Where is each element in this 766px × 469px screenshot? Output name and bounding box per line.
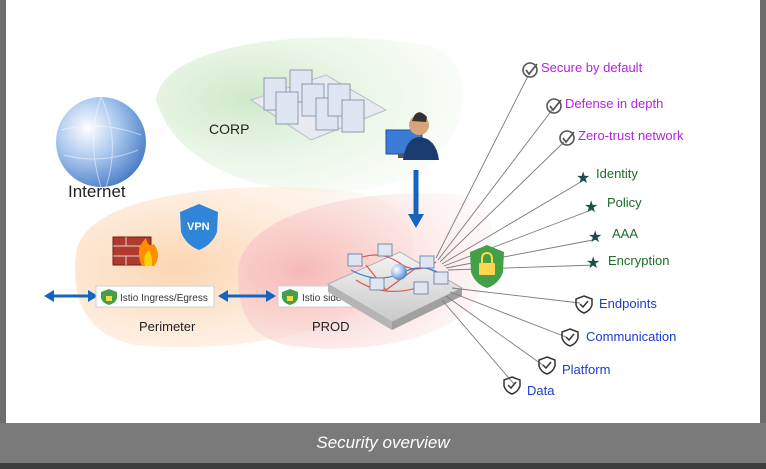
- security-lock-shield-icon: [470, 245, 504, 288]
- caption-bar: [0, 423, 766, 463]
- check-shield-icon: [538, 356, 556, 375]
- firewall-icon: [112, 236, 158, 266]
- internet-globe-icon: [56, 96, 146, 188]
- check-circle-icon: [559, 130, 575, 146]
- star-icon: ★: [576, 170, 590, 187]
- figure-caption: Security overview: [316, 433, 450, 452]
- goal-item-secure-by-default: Secure by default: [522, 60, 643, 78]
- star-icon: ★: [584, 199, 598, 216]
- scope-item-endpoints: Endpoints: [575, 295, 657, 314]
- user-icon: [385, 112, 439, 160]
- feature-label: Identity: [596, 166, 638, 181]
- goal-label: Defense in depth: [565, 96, 663, 111]
- check-shield-icon: [575, 295, 593, 314]
- scope-item-data: Data: [503, 376, 555, 398]
- sidecar-label: Istio sidecar: [302, 293, 356, 304]
- external-traffic-arrow: [44, 290, 98, 302]
- feature-item-encryption: ★ Encryption: [586, 253, 669, 272]
- goal-label: Zero-trust network: [578, 128, 684, 143]
- check-shield-icon: [561, 328, 579, 347]
- scope-label: Endpoints: [599, 296, 657, 311]
- vpn-label: VPN: [187, 221, 210, 233]
- vpn-shield-icon: [180, 204, 218, 250]
- server-rack-icon: [249, 69, 388, 141]
- check-shield-icon: [503, 376, 521, 395]
- feature-label: Encryption: [608, 253, 669, 268]
- scope-item-platform: Platform: [538, 356, 610, 377]
- ingress-label: Istio Ingress/Egress: [120, 293, 208, 304]
- check-circle-icon: [546, 98, 562, 114]
- ingress-to-sidecar-arrow: [218, 290, 276, 302]
- istio-ingress-egress-box: [95, 285, 215, 308]
- feature-label: Policy: [607, 195, 642, 210]
- corp-label: CORP: [209, 121, 249, 137]
- goal-item-zero-trust-network: Zero-trust network: [559, 128, 684, 146]
- perimeter-label: Perimeter: [139, 319, 196, 334]
- goal-item-defense-in-depth: Defense in depth: [546, 96, 663, 114]
- scope-label: Communication: [586, 329, 676, 344]
- check-circle-icon: [522, 62, 538, 78]
- star-icon: ★: [588, 229, 602, 246]
- scope-label: Platform: [562, 362, 610, 377]
- corp-to-prod-arrow: [408, 170, 424, 228]
- diagram-panel: Internet CORP VPN: [6, 0, 760, 423]
- feature-item-policy: ★ Policy: [584, 195, 642, 216]
- security-diagram: Internet CORP VPN: [44, 37, 684, 398]
- bottom-strip: [0, 463, 766, 469]
- fan-out-lines: [435, 75, 599, 385]
- internet-label: Internet: [68, 182, 126, 201]
- prod-label: PROD: [312, 319, 350, 334]
- feature-item-identity: ★ Identity: [576, 166, 638, 187]
- feature-item-aaa: ★ AAA: [588, 226, 638, 246]
- scope-item-communication: Communication: [561, 328, 676, 347]
- prod-mesh-platform: [326, 243, 464, 330]
- star-icon: ★: [586, 255, 600, 272]
- goal-label: Secure by default: [541, 60, 643, 75]
- feature-label: AAA: [612, 226, 638, 241]
- scope-label: Data: [527, 383, 555, 398]
